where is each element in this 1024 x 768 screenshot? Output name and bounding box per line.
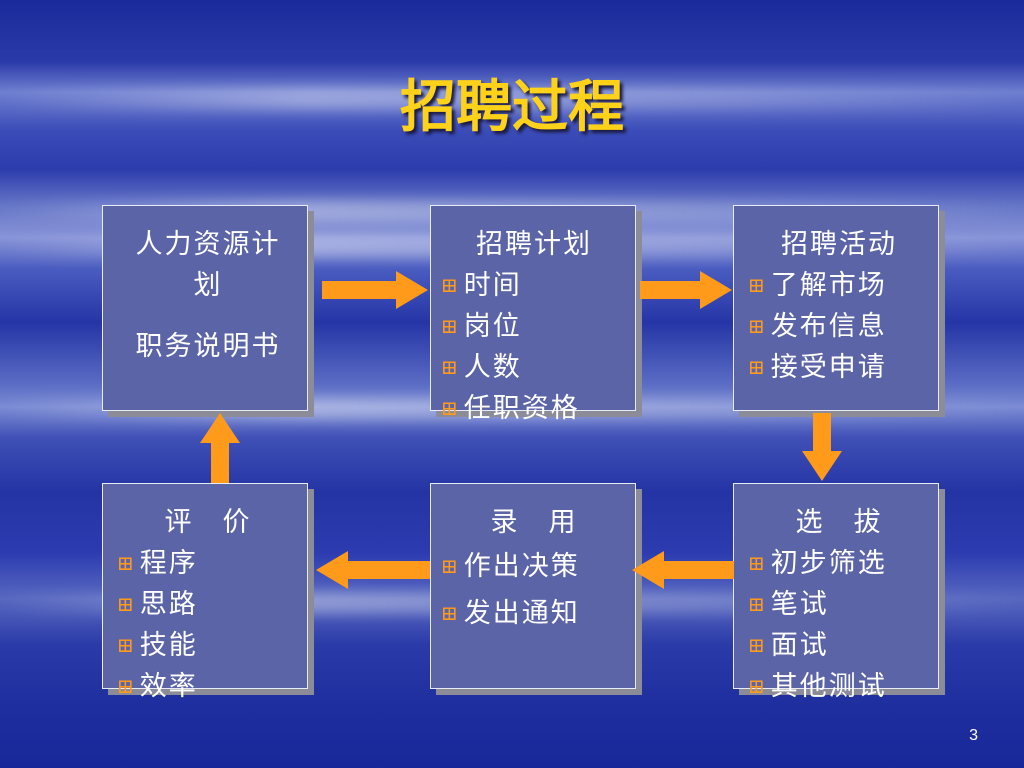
bullet-icon: ⊞ <box>748 633 767 657</box>
bullet-icon: ⊞ <box>117 592 136 616</box>
list-item: ⊞人数 <box>441 352 522 383</box>
list-item: ⊞接受申请 <box>748 352 887 383</box>
slide-title: 招聘过程 <box>400 74 624 140</box>
list-item: ⊞效率 <box>117 671 198 702</box>
list-item: ⊞面试 <box>748 630 829 661</box>
list-item: ⊞时间 <box>441 270 522 301</box>
box-selection: 选 拔 ⊞初步筛选 ⊞笔试 ⊞面试 ⊞其他测试 <box>733 483 939 702</box>
bullet-icon: ⊞ <box>748 273 767 297</box>
list-item: ⊞任职资格 <box>441 393 580 424</box>
hr-plan-line2: 划 <box>193 270 223 301</box>
list-item: ⊞思路 <box>117 589 198 620</box>
bullet-icon: ⊞ <box>441 355 460 379</box>
list-item: ⊞技能 <box>117 630 198 661</box>
box-evaluation: 评 价 ⊞程序 ⊞思路 ⊞技能 ⊞效率 <box>102 483 308 702</box>
list-item: ⊞了解市场 <box>748 270 887 301</box>
list-item: ⊞发布信息 <box>748 311 887 342</box>
bullet-icon: ⊞ <box>748 355 767 379</box>
list-item: ⊞发出通知 <box>441 598 580 629</box>
hiring-heading: 录 用 <box>490 507 578 538</box>
hr-plan-line3: 职务说明书 <box>135 331 281 362</box>
bullet-icon: ⊞ <box>441 273 460 297</box>
arrow-left-icon <box>632 551 734 589</box>
list-item: ⊞作出决策 <box>441 551 580 582</box>
hr-plan-line1: 人力资源计 <box>135 229 281 260</box>
list-item: ⊞岗位 <box>441 311 522 342</box>
bullet-icon: ⊞ <box>748 551 767 575</box>
bullet-icon: ⊞ <box>117 633 136 657</box>
list-item: ⊞其他测试 <box>748 671 887 702</box>
box-hiring: 录 用 ⊞作出决策 ⊞发出通知 <box>430 483 636 689</box>
evaluation-heading: 评 价 <box>164 507 252 538</box>
bullet-icon: ⊞ <box>748 314 767 338</box>
box-hr-plan: 人力资源计 划 职务说明书 <box>102 205 308 411</box>
box-recruit-activity: 招聘活动 ⊞了解市场 ⊞发布信息 ⊞接受申请 <box>733 205 939 411</box>
list-item: ⊞程序 <box>117 548 198 579</box>
bullet-icon: ⊞ <box>441 601 460 625</box>
arrow-right-icon <box>322 271 428 309</box>
background-streak <box>0 88 1024 110</box>
arrow-right-icon <box>640 271 732 309</box>
arrow-up-icon <box>200 413 240 483</box>
list-item: ⊞初步筛选 <box>748 548 887 579</box>
bullet-icon: ⊞ <box>748 592 767 616</box>
recruit-activity-heading: 招聘活动 <box>781 229 897 260</box>
bullet-icon: ⊞ <box>441 554 460 578</box>
bullet-icon: ⊞ <box>441 314 460 338</box>
arrow-left-icon <box>316 551 430 589</box>
selection-heading: 选 拔 <box>795 507 883 538</box>
recruit-plan-heading: 招聘计划 <box>476 229 592 260</box>
bullet-icon: ⊞ <box>748 674 767 698</box>
bullet-icon: ⊞ <box>441 396 460 420</box>
bullet-icon: ⊞ <box>117 551 136 575</box>
arrow-down-icon <box>802 413 842 481</box>
bullet-icon: ⊞ <box>117 674 136 698</box>
spacer <box>117 306 299 326</box>
box-recruit-plan: 招聘计划 ⊞时间 ⊞岗位 ⊞人数 ⊞任职资格 <box>430 205 636 424</box>
page-number: 3 <box>969 727 978 744</box>
list-item: ⊞笔试 <box>748 589 829 620</box>
